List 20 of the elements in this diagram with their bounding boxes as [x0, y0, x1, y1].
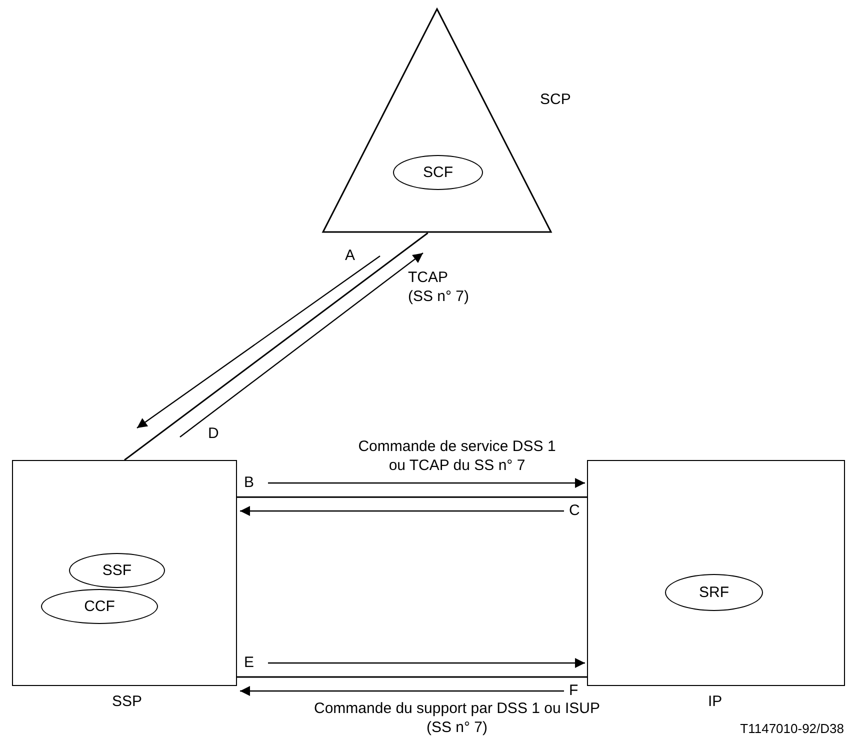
arrow-letter: B	[244, 473, 254, 492]
node-label: SRF	[698, 582, 730, 602]
edge-label: TCAP (SS n° 7)	[408, 268, 470, 306]
figure-reference: T1147010-92/D38	[740, 720, 844, 738]
edge-label: Commande de service DSS 1 ou TCAP du SS n° 7	[357, 437, 557, 475]
node-label: SSF	[101, 560, 133, 580]
node-label: SCF	[422, 162, 454, 182]
node-label: SSP	[112, 692, 142, 711]
arrow-letter: F	[569, 681, 578, 700]
connector-line	[237, 676, 587, 678]
node-label: IP	[708, 692, 722, 711]
arrow-letter: C	[569, 501, 580, 520]
connector-line	[237, 496, 587, 498]
node-label: SCP	[540, 90, 571, 109]
edge-label: Commande du support par DSS 1 ou ISUP (SS n° 7)	[313, 699, 601, 737]
arrow-letter: E	[244, 653, 254, 672]
connector-line	[124, 232, 428, 461]
arrow-letter: D	[208, 424, 219, 443]
arrow-letter: A	[345, 246, 356, 265]
node-label: CCF	[83, 596, 116, 616]
